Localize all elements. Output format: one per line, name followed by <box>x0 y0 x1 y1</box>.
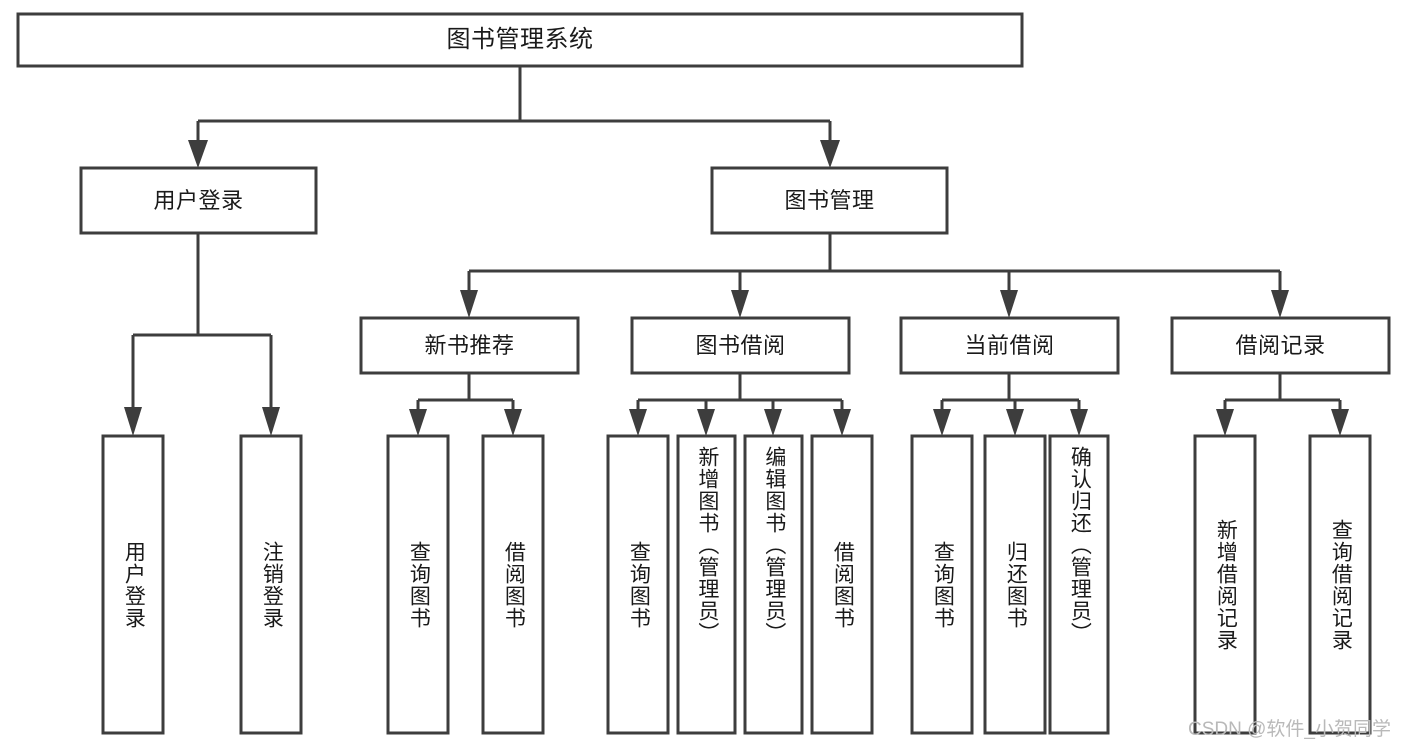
node-box-root[interactable] <box>16 12 1024 68</box>
node-box-leaf-borrow-book-1[interactable] <box>481 434 545 735</box>
node-box-book-borrow[interactable] <box>630 316 851 375</box>
arrow-head-leaf-borrow-book-2 <box>833 409 851 436</box>
arrow-head-current-borrow <box>1000 290 1018 318</box>
arrow-head-book-borrow <box>731 290 749 318</box>
node-box-leaf-query-book-2[interactable] <box>606 434 670 735</box>
arrow-head-leaf-borrow-book-1 <box>504 409 522 436</box>
arrow-head-leaf-add-book <box>697 409 715 436</box>
node-box-leaf-add-book[interactable] <box>676 434 737 735</box>
connector-layer <box>124 66 1349 436</box>
arrow-head-borrow-record <box>1271 290 1289 318</box>
arrow-head-book-manage <box>820 140 840 168</box>
arrow-head-leaf-query-book-3 <box>933 409 951 436</box>
node-box-leaf-borrow-book-2[interactable] <box>810 434 874 735</box>
node-box-leaf-query-book-1[interactable] <box>386 434 450 735</box>
node-box-leaf-confirm-return[interactable] <box>1048 434 1110 735</box>
node-box-leaf-query-book-3[interactable] <box>910 434 974 735</box>
arrow-head-new-book-recommend <box>460 290 478 318</box>
arrow-head-leaf-confirm-return <box>1070 409 1088 436</box>
arrow-head-user-login <box>188 140 208 168</box>
node-box-leaf-add-record[interactable] <box>1193 434 1257 735</box>
node-box-leaf-logout-login[interactable] <box>239 434 303 735</box>
arrow-head-leaf-logout-login <box>262 407 280 436</box>
node-box-current-borrow[interactable] <box>899 316 1120 375</box>
node-box-layer <box>16 12 1391 735</box>
node-box-user-login[interactable] <box>79 166 318 235</box>
arrow-head-leaf-query-record <box>1331 409 1349 436</box>
arrow-head-leaf-return-book <box>1006 409 1024 436</box>
arrow-head-leaf-user-login <box>124 407 142 436</box>
arrow-head-leaf-edit-book <box>764 409 782 436</box>
node-box-book-manage[interactable] <box>710 166 949 235</box>
node-box-leaf-query-record[interactable] <box>1308 434 1372 735</box>
node-box-borrow-record[interactable] <box>1170 316 1391 375</box>
arrow-head-leaf-add-record <box>1216 409 1234 436</box>
node-box-leaf-edit-book[interactable] <box>743 434 804 735</box>
arrow-head-leaf-query-book-1 <box>409 409 427 436</box>
node-box-new-book-recommend[interactable] <box>359 316 580 375</box>
arrow-head-leaf-query-book-2 <box>629 409 647 436</box>
node-box-leaf-user-login[interactable] <box>101 434 165 735</box>
node-box-leaf-return-book[interactable] <box>983 434 1047 735</box>
